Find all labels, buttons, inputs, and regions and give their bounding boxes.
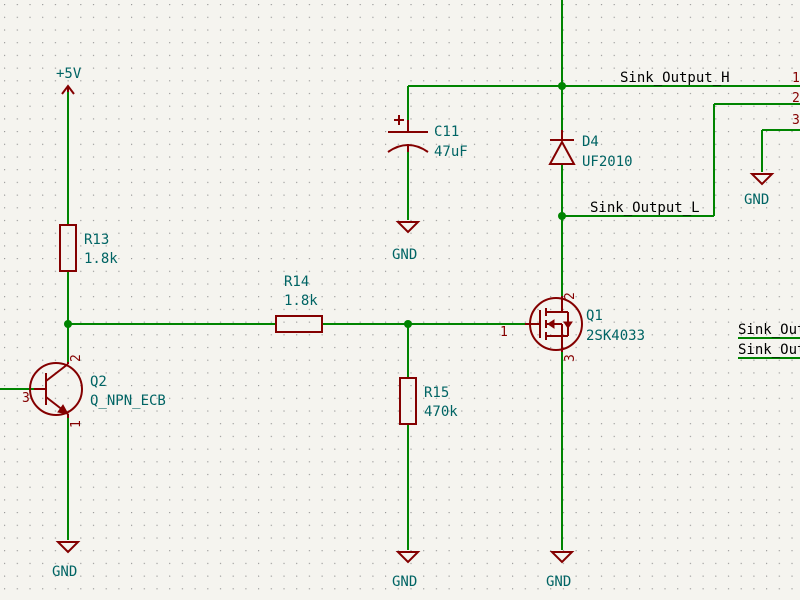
q2-pin-base: 3: [22, 391, 30, 406]
q2-value: Q_NPN_ECB: [90, 393, 166, 409]
resistor-r13[interactable]: R13 1.8k: [59, 224, 118, 272]
gnd-symbol-connector[interactable]: GND: [744, 173, 775, 208]
q2-ref: Q2: [90, 374, 107, 390]
gnd-symbol-q2[interactable]: GND: [52, 541, 81, 580]
gnd-label: GND: [744, 192, 769, 208]
gnd-label: GND: [392, 574, 417, 590]
wires: [0, 0, 800, 550]
c11-value: 47uF: [434, 144, 468, 160]
connector-pin-2: 2: [792, 91, 800, 106]
gnd-symbol-c11[interactable]: GND: [392, 221, 421, 263]
q1-pin-source: 3: [563, 354, 578, 362]
r14-ref: R14: [284, 274, 309, 290]
c11-ref: C11: [434, 124, 459, 140]
net-label-sink-output-l[interactable]: Sink_Output_L: [590, 200, 700, 216]
mosfet-q1[interactable]: 1 2 3 Q1 2SK4033: [500, 292, 645, 362]
capacitor-c11[interactable]: C11 47uF: [387, 115, 468, 160]
r14-value: 1.8k: [284, 293, 318, 309]
gnd-symbol-r15[interactable]: GND: [392, 551, 421, 590]
q2-pin-emitter: 1: [69, 420, 84, 428]
r15-value: 470k: [424, 404, 458, 420]
r15-ref: R15: [424, 385, 449, 401]
q1-value: 2SK4033: [586, 328, 645, 344]
transistor-q2[interactable]: 3 2 1 Q2 Q_NPN_ECB: [22, 354, 166, 428]
q1-pin-drain: 2: [563, 292, 578, 300]
connector-pin-3: 3: [792, 113, 800, 128]
junction-dot: [404, 320, 412, 328]
r13-ref: R13: [84, 232, 109, 248]
d4-ref: D4: [582, 134, 599, 150]
junction-dot: [558, 82, 566, 90]
net-label-sink-out-2[interactable]: Sink_Out: [738, 342, 800, 358]
resistor-r14[interactable]: R14 1.8k: [275, 274, 323, 333]
connector-pin-1: 1: [792, 71, 800, 86]
net-label-sink-output-h[interactable]: Sink_Output_H: [620, 70, 730, 86]
q2-pin-collector: 2: [69, 354, 84, 362]
junction-dot: [558, 212, 566, 220]
connector-pins[interactable]: 1 2 3: [792, 71, 800, 128]
gnd-label: GND: [52, 564, 77, 580]
net-label-sink-out-1[interactable]: Sink_Out: [738, 322, 800, 338]
d4-value: UF2010: [582, 154, 633, 170]
resistor-r15[interactable]: R15 470k: [399, 377, 458, 425]
vcc-label: +5V: [56, 66, 82, 82]
q1-pin-gate: 1: [500, 325, 508, 340]
diode-d4[interactable]: D4 UF2010: [548, 130, 633, 170]
gnd-symbol-q1[interactable]: GND: [546, 551, 575, 590]
gnd-label: GND: [392, 247, 417, 263]
junctions: [64, 82, 566, 328]
q1-ref: Q1: [586, 308, 603, 324]
gnd-label: GND: [546, 574, 571, 590]
r13-value: 1.8k: [84, 251, 118, 267]
junction-dot: [64, 320, 72, 328]
vcc-symbol[interactable]: +5V: [56, 66, 82, 95]
